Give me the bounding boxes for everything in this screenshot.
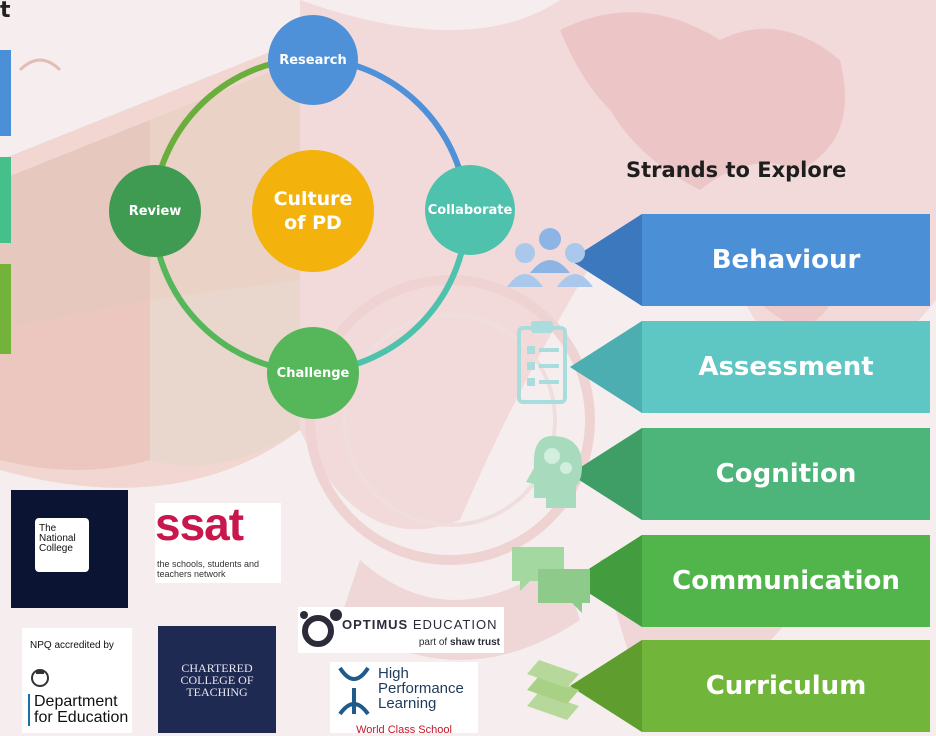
cycle-center-node: Culture of PD <box>252 150 374 272</box>
strand-curriculum: Curriculum <box>570 640 930 732</box>
strands-title: Strands to Explore <box>626 158 847 182</box>
ssat-tagline: the schools, students and <box>157 559 260 569</box>
edge-tab-teal <box>0 157 11 243</box>
dfe-text: Department <box>34 693 118 710</box>
optimus-education-logo: OPTIMUS EDUCATION part of shaw trust <box>298 607 504 653</box>
strand-cognition: Cognition <box>570 428 930 520</box>
hpl-figure-icon <box>338 666 370 716</box>
cycle-node-label: Review <box>128 203 182 219</box>
ssat-wordmark: ssat <box>155 498 244 550</box>
hpl-text: Learning <box>378 695 437 712</box>
strand-label: Assessment <box>698 352 874 382</box>
logo-text: National <box>39 533 76 544</box>
edge-tab-blue <box>0 50 11 136</box>
cycle-node-label: Research <box>279 52 347 68</box>
ssat-tagline: teachers network <box>157 569 226 579</box>
hpl-footer: World Class School <box>356 724 452 736</box>
chartered-text: CHARTERED <box>181 661 253 675</box>
hpl-text: High <box>378 665 409 682</box>
edge-tab-green <box>0 264 11 354</box>
dfe-text: for Education <box>34 709 129 726</box>
npq-header: NPQ accredited by <box>30 640 114 651</box>
chartered-college-logo: CHARTERED COLLEGE OF TEACHING <box>158 626 276 733</box>
head-gears-icon <box>526 436 582 508</box>
strand-label: Cognition <box>715 459 857 489</box>
chartered-text: COLLEGE OF <box>180 673 254 687</box>
optimus-tagline-bold: shaw trust <box>449 637 500 648</box>
strand-behaviour: Behaviour <box>570 214 930 306</box>
royal-crest-icon <box>31 669 49 687</box>
ssat-logo: ssat the schools, students and teachers … <box>155 498 281 583</box>
heading-fragment: t <box>0 0 11 23</box>
optimus-name: EDUCATION <box>412 617 498 632</box>
cycle-center-label: Culture of PD <box>273 188 353 234</box>
high-performance-learning-logo: High Performance Learning World Class Sc… <box>330 662 478 736</box>
chartered-text: TEACHING <box>186 685 248 699</box>
books-icon <box>527 660 579 720</box>
strand-label: Curriculum <box>705 671 867 701</box>
strand-assessment: Assessment <box>570 321 930 413</box>
hpl-text: Performance <box>378 680 464 697</box>
strand-label: Behaviour <box>711 245 861 275</box>
cycle-node-label: Collaborate <box>427 202 513 218</box>
logo-text: College <box>39 543 73 554</box>
strand-label: Communication <box>672 566 900 596</box>
cycle-node-research: Research <box>268 15 358 105</box>
logo-text: The <box>39 523 57 534</box>
cycle-node-review: Review <box>109 165 201 257</box>
speech-bubbles-icon <box>512 547 590 613</box>
national-college-logo: The National College <box>11 490 128 608</box>
strand-communication: Communication <box>570 535 930 627</box>
people-icon <box>507 228 593 287</box>
optimus-name: OPTIMUS <box>342 617 409 632</box>
npq-dfe-logo: NPQ accredited by Department for Educati… <box>22 628 132 733</box>
optimus-tagline: part of <box>418 637 448 648</box>
cycle-node-collaborate: Collaborate <box>425 165 515 255</box>
clipboard-checklist-icon <box>517 321 567 404</box>
optimus-mark-icon <box>300 609 342 647</box>
cycle-node-challenge: Challenge <box>267 327 359 419</box>
cycle-node-label: Challenge <box>276 365 350 381</box>
